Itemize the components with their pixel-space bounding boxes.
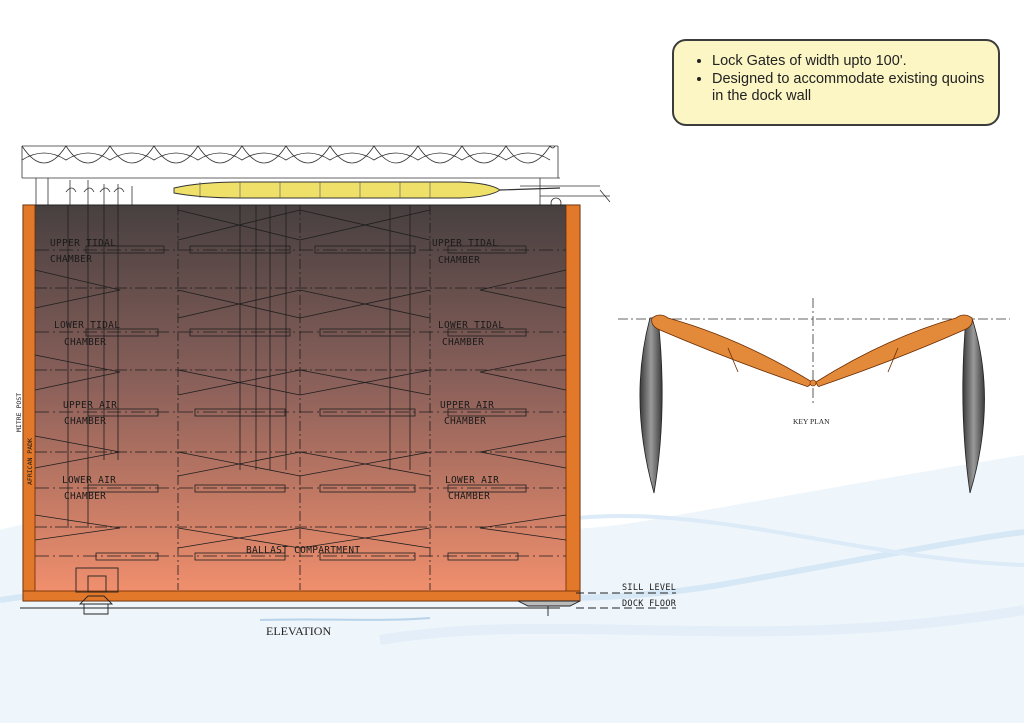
label-lower-air-right: LOWER AIR [445,475,499,486]
feature-item-width: Lock Gates of width upto 100'. [712,53,986,70]
label-chamber-ut-right: CHAMBER [438,255,480,266]
gate-frame-left [22,204,36,602]
label-sill-level: SILL LEVEL [622,583,676,593]
label-chamber-la-right: CHAMBER [448,491,490,502]
label-lower-tidal-left: LOWER TIDAL [54,320,120,331]
feature-callout: Lock Gates of width upto 100'. Designed … [672,39,1000,126]
elevation-view: UPPER TIDAL CHAMBER UPPER TIDAL CHAMBER … [15,145,677,638]
plan-open-leaf-left [639,317,663,494]
stiffeners [85,245,527,561]
plan-open-leaf-right [962,317,985,494]
elevation-title: ELEVATION [266,624,331,638]
feature-item-quoins: Designed to accommodate existing quoins … [712,71,986,105]
label-chamber-ua-right: CHAMBER [444,416,486,427]
label-ballast-compartment: BALLAST COMPARTMENT [246,545,360,556]
top-railing [21,145,600,205]
label-chamber-ut-left: CHAMBER [50,254,92,265]
key-plan-title: KEY PLAN [793,417,830,426]
label-african-padk: AFRICAN PADK [26,438,34,485]
internal-structure [34,205,567,590]
label-lower-tidal-right: LOWER TIDAL [438,320,504,331]
heel-post-detail [75,567,581,616]
label-upper-air-right: UPPER AIR [440,400,494,411]
label-upper-tidal-right: UPPER TIDAL [432,238,498,249]
label-mitre-post: MITRE POST [15,393,23,432]
label-dock-floor: DOCK FLOOR [622,599,677,609]
floor-lines [20,592,676,609]
gate-body [22,204,581,602]
key-plan-view: KEY PLAN [618,298,1010,494]
label-chamber-la-left: CHAMBER [64,491,106,502]
label-upper-air-left: UPPER AIR [63,400,117,411]
feature-list: Lock Gates of width upto 100'. Designed … [686,53,986,105]
label-upper-tidal-left: UPPER TIDAL [50,238,116,249]
label-chamber-lt-right: CHAMBER [442,337,484,348]
label-chamber-lt-left: CHAMBER [64,337,106,348]
gate-frame-bottom [22,590,581,602]
gate-frame-right [565,204,581,602]
plan-closed-leaf-right [815,314,973,387]
float-tank [41,181,611,214]
label-chamber-ua-left: CHAMBER [64,416,106,427]
label-lower-air-left: LOWER AIR [62,475,116,486]
plan-closed-leaf-left [651,314,813,387]
